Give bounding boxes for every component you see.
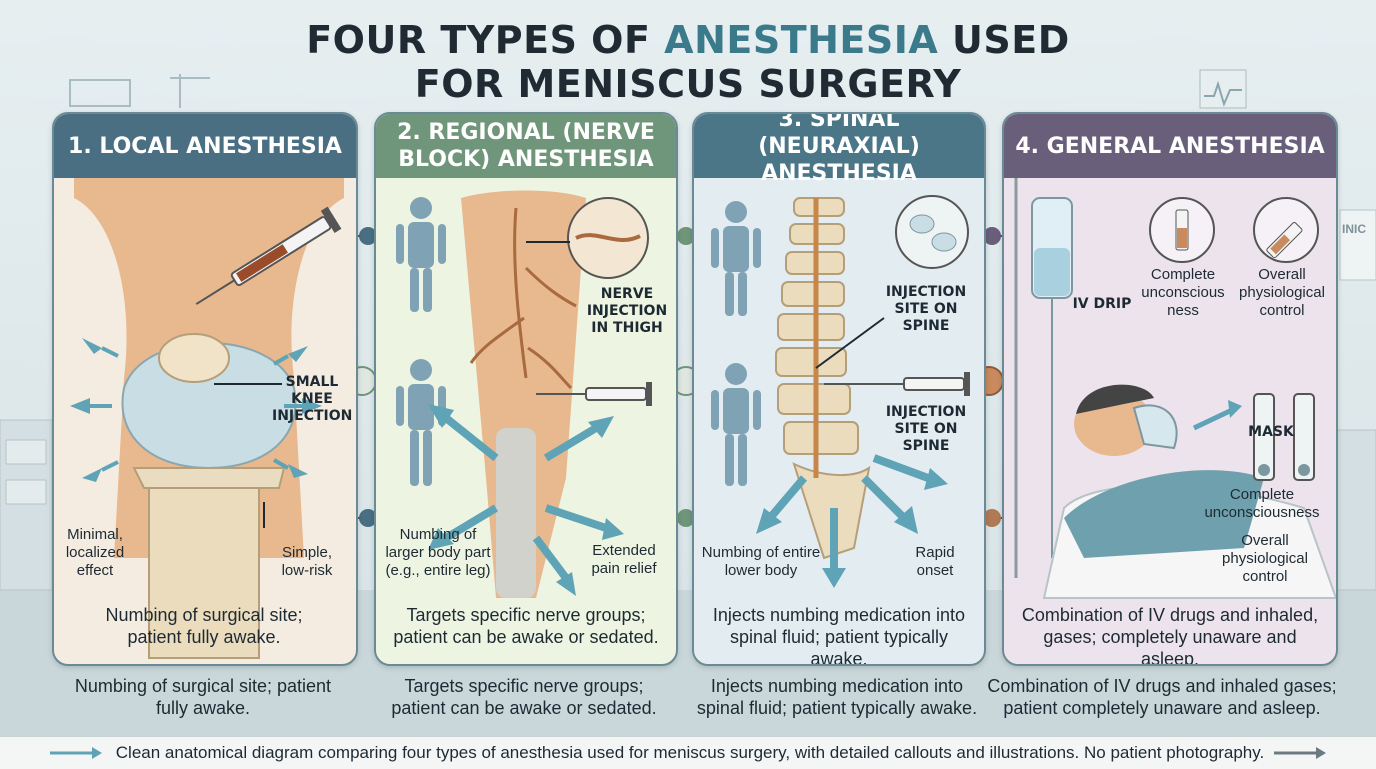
body-figure-icon [711, 363, 761, 486]
panel-summary: Combination of IV drugs and inhaled, gas… [1021, 605, 1319, 666]
patient-illustration [1014, 178, 1336, 599]
arrow-right-icon [1274, 747, 1326, 759]
panel-summary: Injects numbing medication into spinal f… [712, 605, 966, 666]
panel-heading: 1. LOCAL ANESTHESIA [54, 114, 356, 178]
callout-pain-relief: Extended pain relief [591, 542, 657, 577]
spread-arrows [756, 454, 948, 588]
callout-larger-numbing: Numbing of larger body part (e.g., entir… [385, 526, 491, 579]
arrow-right-icon [50, 747, 102, 759]
callout-injection-site-bottom: INJECTION SITE ON SPINE [885, 404, 967, 454]
panel-summary: Numbing of surgical site; patient fully … [105, 605, 303, 647]
syringe-icon [824, 372, 970, 396]
panel-heading: 4. GENERAL ANESTHESIA [1004, 114, 1336, 178]
knee-illustration [70, 178, 344, 659]
body-figure-icon [711, 201, 761, 316]
spine-illustration [711, 195, 970, 588]
panel-heading: 2. REGIONAL (NERVE BLOCK) ANESTHESIA [376, 114, 676, 178]
title-line2: FOR MENISCUS SURGERY [414, 62, 962, 106]
syringe-icon [1253, 197, 1319, 263]
thigh-nerve-illustration [396, 190, 652, 598]
caption-local: Numbing of surgical site; patient fully … [74, 676, 332, 718]
caption-regional: Targets specific nerve groups; patient c… [391, 676, 657, 718]
callout-injection-site-top: INJECTION SITE ON SPINE [885, 284, 967, 334]
caption-general: Combination of IV drugs and inhaled gase… [987, 676, 1337, 718]
callout-iv-drip: IV DRIP [1072, 296, 1132, 312]
callout-physiological-control: Overall physiological control [1222, 532, 1308, 585]
body-figure-icon [396, 197, 446, 312]
syringe-icon [536, 382, 652, 406]
callout-rapid-onset: Rapid onset [915, 544, 955, 579]
callout-nerve-injection: NERVE INJECTION IN THIGH [586, 286, 668, 336]
page-title: FOUR TYPES OF ANESTHESIA USED FOR MENISC… [0, 18, 1376, 106]
title-part1: FOUR TYPES OF [306, 18, 665, 62]
background-sign: INIC [1342, 222, 1366, 236]
footer-bar: Clean anatomical diagram comparing four … [0, 736, 1376, 769]
caption-spinal: Injects numbing medication into spinal f… [696, 676, 978, 718]
body-figure-icon [396, 359, 446, 486]
callout-localized-effect: Minimal, localized effect [65, 526, 125, 579]
spread-arrows [428, 404, 624, 596]
panel-regional-anesthesia: 2. REGIONAL (NERVE BLOCK) ANESTHESIA [374, 112, 678, 666]
panel-summary: Targets specific nerve groups; patient c… [393, 605, 659, 647]
callout-mask: MASK [1248, 424, 1294, 440]
panel-heading: 3. SPINAL (NEURAXIAL) ANESTHESIA [694, 114, 984, 186]
icon-caption-physiological: Overall physiological control [1239, 266, 1325, 319]
spine-vertebrae [775, 197, 871, 560]
icon-caption-unconsciousness: Complete unconscious ness [1141, 266, 1225, 319]
syringe-icon [1149, 197, 1215, 263]
spread-arrows [70, 338, 322, 482]
title-highlight: ANESTHESIA [664, 18, 939, 62]
callout-unconsciousness: Complete unconsciousness [1204, 486, 1320, 521]
panel-general-anesthesia: 4. GENERAL ANESTHESIA [1002, 112, 1338, 666]
callout-low-risk: Simple, low-risk [281, 544, 333, 579]
monitor-icon [1253, 393, 1315, 481]
callout-small-knee-injection: SMALL KNEE INJECTION [272, 374, 353, 424]
panel-spinal-anesthesia: 3. SPINAL (NEURAXIAL) ANESTHESIA [692, 112, 986, 666]
footer-caption: Clean anatomical diagram comparing four … [115, 743, 1265, 762]
callout-lower-body-numbing: Numbing of entire lower body [701, 544, 821, 579]
iv-bag-icon [1031, 197, 1073, 558]
panel-local-anesthesia: 1. LOCAL ANESTHESIA SMALL [52, 112, 358, 666]
syringe-icon [195, 206, 342, 305]
title-part2: USED [938, 18, 1070, 62]
